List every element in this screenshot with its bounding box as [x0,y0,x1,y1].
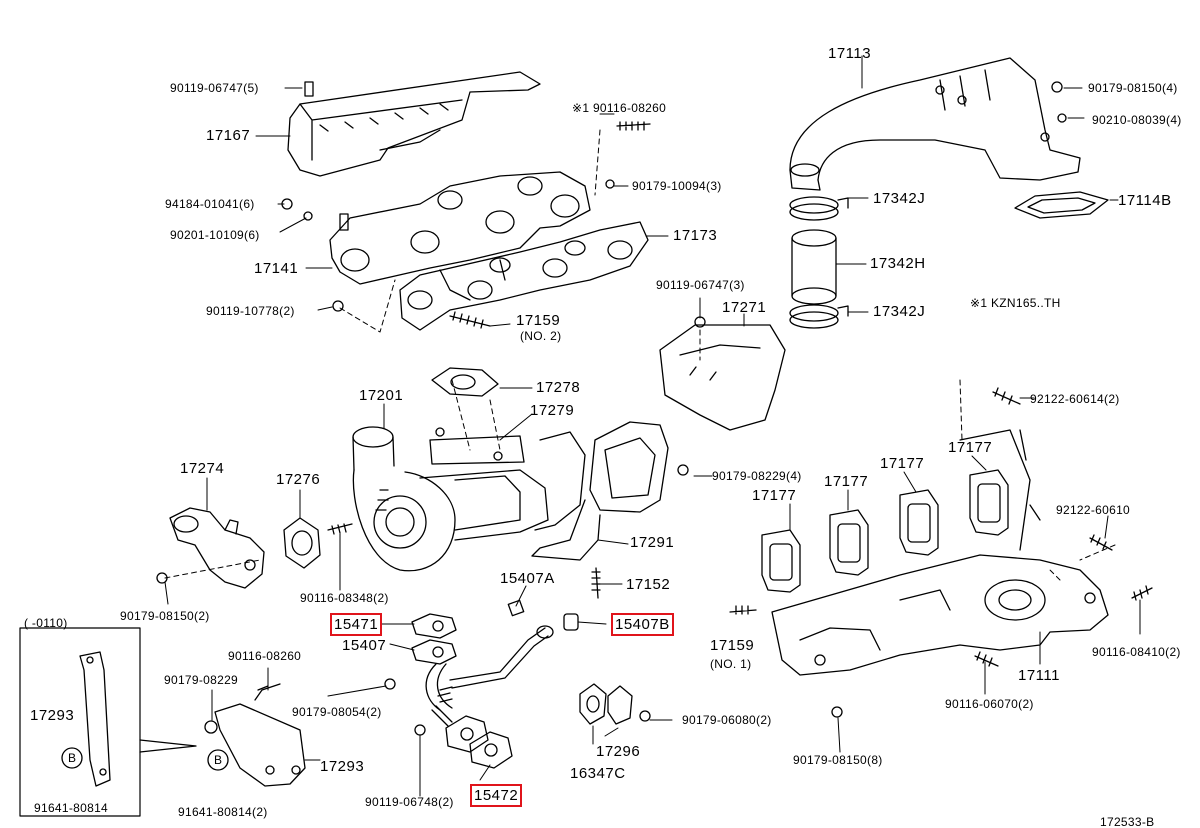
stud-17152 [591,567,601,599]
label-17296[interactable]: 17296 [596,743,641,760]
label-90119-10778[interactable]: 90119-10778(2) [206,304,295,318]
label-16347C[interactable]: 16347C [570,765,626,782]
label-17159-no2-note[interactable]: (NO. 2) [520,329,562,343]
studs-and-bolts-upper [281,121,651,329]
leader-lines [164,55,1141,797]
label-90116-08410[interactable]: 90116-08410(2) [1092,645,1181,659]
model-note: ※1 KZN165..TH [970,296,1061,310]
bolt-marker-b-inset: B [68,751,77,765]
inset-frame [19,627,197,817]
intake-manifold-17111 [771,429,1109,676]
label-91641-80814[interactable]: 91641-80814(2) [178,805,268,819]
gasket-17114B [1014,191,1109,219]
intake-pipe-17113 [789,57,1081,191]
heat-insulator-17167 [287,71,541,177]
label-17342J-upper[interactable]: 17342J [873,190,926,207]
label-90179-08229-4[interactable]: 90179-08229(4) [712,469,802,483]
label-17271[interactable]: 17271 [722,299,767,316]
label-90116-08260-note[interactable]: ※1 90116-08260 [572,101,667,115]
label-15407A[interactable]: 15407A [500,570,555,587]
bolt-marker-b: B [214,753,223,767]
label-17291[interactable]: 17291 [630,534,675,551]
label-17177-4[interactable]: 17177 [948,439,993,456]
label-17201[interactable]: 17201 [359,387,404,404]
pipe-17274 [156,507,265,589]
label-17279[interactable]: 17279 [530,402,575,419]
label-90179-06080[interactable]: 90179-06080(2) [682,713,772,727]
label-17159-no1[interactable]: 17159 [710,637,755,654]
stud-90116-08348 [327,523,353,535]
label-17152[interactable]: 17152 [626,576,671,593]
label-90179-08229[interactable]: 90179-08229 [164,673,239,687]
label-90116-06070[interactable]: 90116-06070(2) [945,697,1034,711]
label-90210-08039[interactable]: 90210-08039(4) [1092,113,1182,127]
label-90179-08150-8[interactable]: 90179-08150(8) [793,753,883,767]
label-17113[interactable]: 17113 [828,45,872,62]
studs-intake [677,387,1153,718]
label-17274[interactable]: 17274 [180,460,225,477]
label-94184-01041[interactable]: 94184-01041(6) [165,197,255,211]
label-90119-06747-3[interactable]: 90119-06747(3) [656,278,745,292]
label-15471-highlighted[interactable]: 15471 [329,613,383,636]
label-17293-inset[interactable]: 17293 [30,707,75,724]
gaskets-17296-16347C [579,683,651,725]
label-15472-highlighted[interactable]: 15472 [469,784,523,807]
manifold-gasket-17173 [399,221,649,331]
gaskets-17177 [761,469,1009,593]
label-17177-2[interactable]: 17177 [824,473,869,490]
label-17342H[interactable]: 17342H [870,255,926,272]
turbocharger-17201 [352,426,586,572]
label-15407[interactable]: 15407 [342,637,387,654]
label-90201-10109[interactable]: 90201-10109(6) [170,228,260,242]
inset-range-label: ( -0110) [24,616,68,630]
label-17177-1[interactable]: 17177 [752,487,797,504]
label-90119-06748[interactable]: 90119-06748(2) [365,795,454,809]
label-17114B[interactable]: 17114B [1118,192,1172,209]
label-17167[interactable]: 17167 [206,127,251,144]
label-92122-60614[interactable]: 92122-60614(2) [1030,392,1120,406]
oil-pipe-15407 [384,599,579,769]
label-15407B-highlighted[interactable]: 15407B [611,613,674,636]
label-90179-10094[interactable]: 90179-10094(3) [632,179,722,193]
hose-clamps-17342 [789,196,849,329]
label-17293[interactable]: 17293 [320,758,365,775]
label-92122-60610[interactable]: 92122-60610 [1056,503,1131,517]
label-17276[interactable]: 17276 [276,471,321,488]
label-17177-3[interactable]: 17177 [880,455,925,472]
label-17159-no1-note[interactable]: (NO. 1) [710,657,752,671]
label-17159-no2[interactable]: 17159 [516,312,561,329]
label-90179-08054[interactable]: 90179-08054(2) [292,705,382,719]
label-17141[interactable]: 17141 [254,260,299,277]
label-90179-08150-4[interactable]: 90179-08150(4) [1088,81,1178,95]
label-17278[interactable]: 17278 [536,379,581,396]
heat-insulator-17271 [659,316,786,431]
gasket-17276 [283,517,321,569]
dashed-alignment-lines [164,129,1116,581]
label-17111[interactable]: 17111 [1018,667,1060,684]
label-90179-08150-2[interactable]: 90179-08150(2) [120,609,210,623]
exhaust-manifold-17141 [329,171,591,301]
label-17342J-lower[interactable]: 17342J [873,303,926,320]
gasket-17278 [431,367,499,397]
label-91641-80814-inset[interactable]: 91641-80814 [34,801,109,815]
label-90119-06747-5[interactable]: 90119-06747(5) [170,81,259,95]
label-17173[interactable]: 17173 [673,227,718,244]
label-90116-08260[interactable]: 90116-08260 [228,649,302,663]
label-90116-08348[interactable]: 90116-08348(2) [300,591,389,605]
figure-code: 172533-B [1100,815,1155,828]
bracket-17293 [204,683,306,787]
